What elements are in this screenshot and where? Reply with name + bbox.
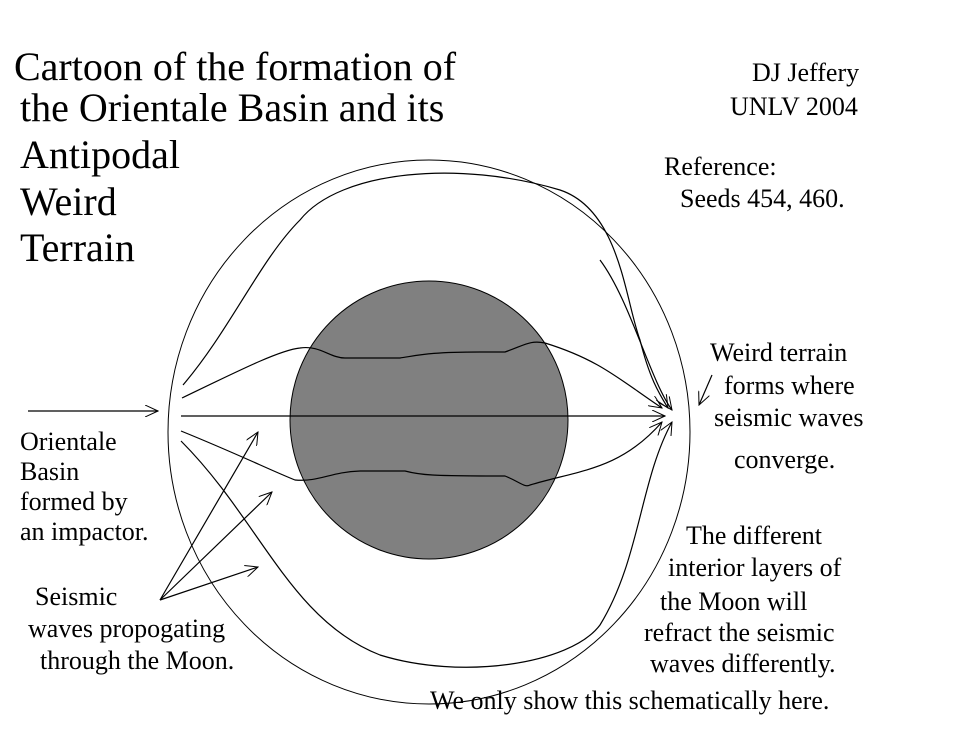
- weird-terrain-label-3: seismic waves: [714, 403, 864, 432]
- wave-path-lower: [180, 422, 662, 487]
- orientale-label-2: Basin: [20, 457, 80, 486]
- credit-affiliation: UNLV 2004: [730, 92, 858, 121]
- seismic-label-3: through the Moon.: [40, 646, 235, 675]
- layers-label-2: interior layers of: [668, 553, 842, 582]
- weird-terrain-label-1: Weird terrain: [710, 338, 848, 367]
- weird-terrain-arrow: [699, 374, 713, 405]
- orientale-label-1: Orientale: [20, 427, 117, 456]
- seismic-arrow-1: [159, 432, 258, 601]
- weird-terrain-label-2: forms where: [724, 371, 855, 400]
- orientale-label-4: an impactor.: [20, 517, 149, 546]
- title-line-1: Cartoon of the formation of: [14, 44, 457, 89]
- wave-path-upper: [181, 341, 662, 408]
- seismic-arrow-3: [159, 567, 258, 601]
- seismic-arrow-2: [159, 492, 272, 601]
- title-line-5: Terrain: [20, 225, 135, 270]
- title-line-3: Antipodal: [20, 132, 180, 177]
- wave-path-top-right: [599, 259, 672, 410]
- weird-terrain-label-4: converge.: [734, 445, 836, 474]
- footer-note: We only show this schematically here.: [430, 686, 830, 715]
- layers-label-4: refract the seismic: [644, 618, 835, 647]
- layers-label-1: The different: [686, 521, 822, 550]
- title-line-2: the Orientale Basin and its: [20, 85, 445, 130]
- reference-value: Seeds 454, 460.: [680, 184, 845, 213]
- credit-author: DJ Jeffery: [752, 58, 860, 87]
- title-line-4: Weird: [20, 179, 117, 224]
- seismic-label-1: Seismic: [35, 582, 118, 611]
- reference-label: Reference:: [664, 152, 777, 181]
- seismic-label-2: waves propogating: [28, 614, 226, 643]
- orientale-label-3: formed by: [20, 487, 128, 516]
- moon-core: [289, 280, 569, 560]
- layers-label-3: the Moon will: [660, 587, 808, 616]
- moon-outline: [167, 159, 691, 705]
- layers-label-5: waves differently.: [650, 649, 836, 678]
- wave-path-bottom: [180, 422, 672, 668]
